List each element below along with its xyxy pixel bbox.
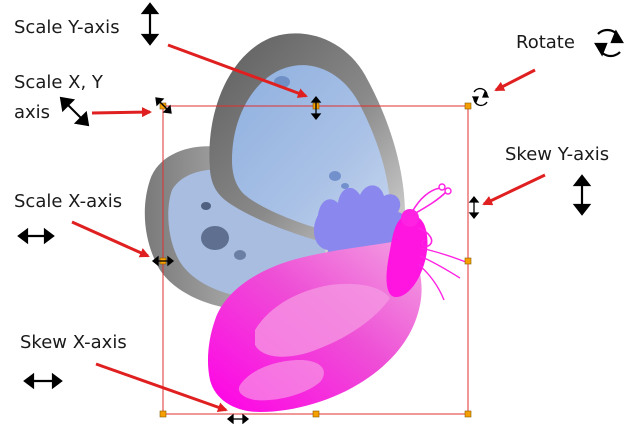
control-point-bottom-middle[interactable] bbox=[313, 411, 319, 417]
vertical-double-arrow-icon bbox=[143, 4, 157, 44]
rotate-icon bbox=[596, 30, 622, 56]
horizontal-double-arrow-icon bbox=[25, 375, 61, 387]
label-skew-y-axis: Skew Y-axis bbox=[505, 144, 609, 165]
label-scale-xy-axis-line2: axis bbox=[14, 102, 50, 123]
control-point-top-right[interactable] bbox=[465, 103, 471, 109]
control-point-top-left[interactable] bbox=[160, 103, 166, 109]
label-scale-y-axis: Scale Y-axis bbox=[14, 17, 120, 38]
butterfly-head bbox=[401, 209, 419, 227]
callout-arrow-scale-xy bbox=[92, 112, 150, 113]
label-scale-x-axis: Scale X-axis bbox=[14, 191, 122, 212]
antenna-tip bbox=[445, 188, 451, 194]
rotate-cursor-icon[interactable] bbox=[473, 89, 488, 106]
skew-y-cursor-icon[interactable] bbox=[470, 197, 478, 218]
callout-arrow-rotate bbox=[496, 70, 535, 90]
control-point-bottom-left[interactable] bbox=[160, 411, 166, 417]
skew-x-cursor-icon[interactable] bbox=[228, 415, 248, 423]
vertical-double-arrow-icon bbox=[575, 176, 589, 214]
callout-arrow-skew-y bbox=[484, 175, 545, 204]
control-point-middle-right[interactable] bbox=[465, 258, 471, 264]
wing-spot bbox=[341, 183, 349, 189]
wing-spot bbox=[329, 171, 341, 181]
leg bbox=[420, 256, 460, 278]
callout-arrow-scale-x bbox=[72, 222, 148, 256]
callout-arrow-skew-x bbox=[96, 364, 226, 410]
horizontal-double-arrow-icon bbox=[19, 230, 53, 242]
label-skew-x-axis: Skew X-axis bbox=[20, 332, 127, 353]
wing-spot bbox=[201, 202, 211, 210]
diagonal-double-arrow-icon bbox=[61, 98, 88, 125]
antenna-tip bbox=[439, 184, 445, 190]
wing-spot bbox=[201, 226, 229, 250]
butterfly-illustration bbox=[145, 33, 466, 412]
wing-spot bbox=[234, 250, 246, 260]
label-rotate: Rotate bbox=[516, 32, 575, 53]
label-scale-xy-axis-line1: Scale X, Y bbox=[14, 72, 104, 93]
control-point-bottom-right[interactable] bbox=[465, 411, 471, 417]
